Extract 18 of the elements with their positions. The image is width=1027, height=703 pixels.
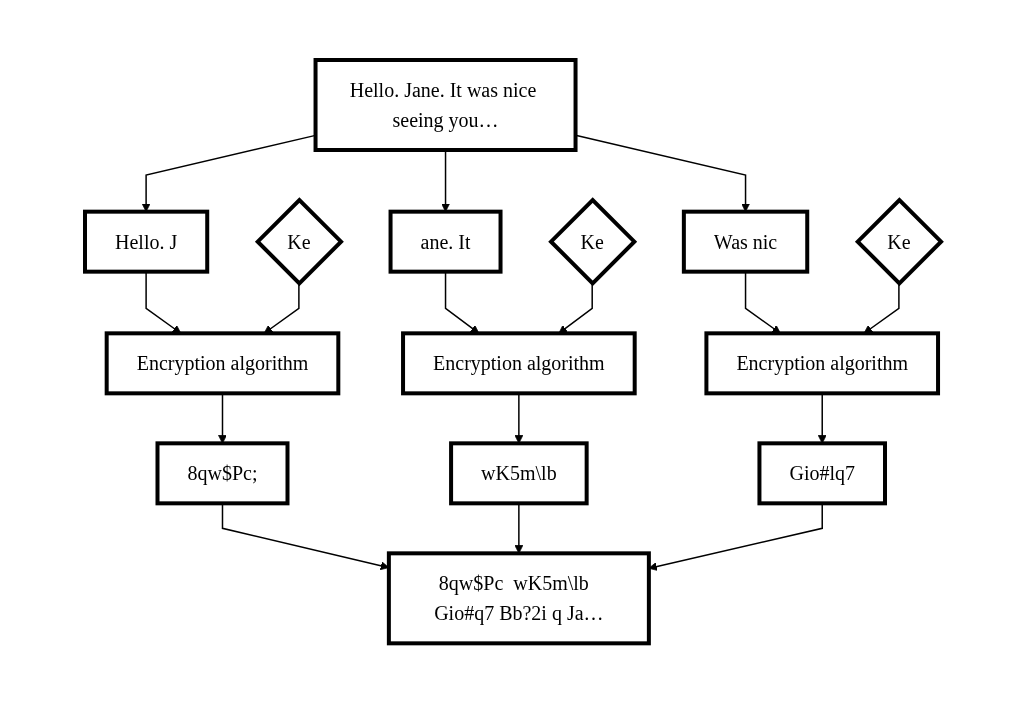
node-box: 8qw$Pc wK5m\lb Gio#q7 Bb?2i q Ja… [387, 551, 652, 646]
node-box: Encryption algorithm [401, 331, 638, 396]
node-diamond: Ke [855, 197, 945, 286]
node-box: Gio#lq7 [757, 441, 888, 506]
node-box: Encryption algorithm [704, 331, 941, 396]
node-box: ane. It [389, 209, 503, 274]
node-box: wK5m\lb [449, 441, 590, 506]
node-box: Was nic [682, 209, 810, 274]
node-diamond: Ke [548, 197, 638, 286]
arrow [441, 149, 451, 212]
arrow [558, 282, 594, 334]
node-diamond: Ke [255, 197, 345, 286]
node-box: Encryption algorithm [105, 331, 341, 396]
node-box: 8qw$Pc; [155, 441, 290, 506]
arrow [864, 282, 901, 334]
arrow [264, 282, 301, 334]
node-box: Hello. J [83, 209, 210, 274]
node-box: Hello. Jane. It was nice seeing you… [314, 57, 578, 152]
